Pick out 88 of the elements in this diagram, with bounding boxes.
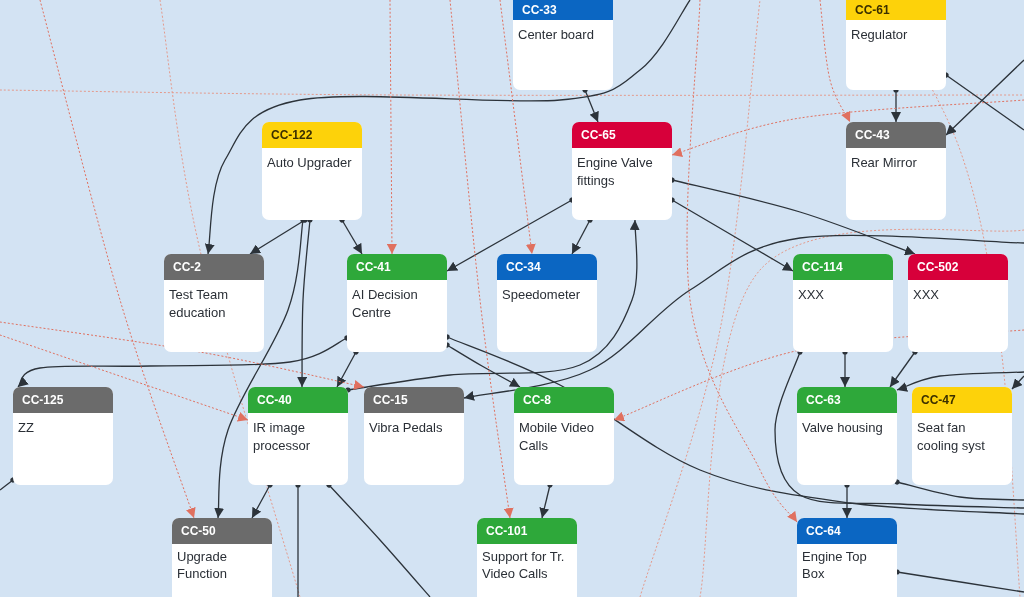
issue-key-header: CC-47: [912, 387, 1012, 413]
issue-title: Support for Tr. Video Calls: [481, 548, 566, 582]
issue-title: Engine Top Box: [801, 548, 868, 582]
arrow: [889, 349, 918, 388]
arrow: [249, 217, 308, 255]
arrow: [345, 219, 641, 393]
issue-card: [572, 122, 672, 220]
issue-key-header: CC-15: [364, 387, 464, 413]
arrow: [840, 349, 850, 388]
issue-key-header: CC-122: [262, 122, 362, 148]
issue-key-header: CC-114: [793, 254, 893, 280]
connector-line: [0, 477, 16, 491]
issue-title: Mobile Video Calls: [518, 419, 595, 455]
issue-title: Engine Valve fittings: [576, 154, 654, 190]
issue-title: Regulator: [850, 26, 909, 44]
dashed-arrow: [671, 99, 1024, 157]
dashed-arrow: [449, 0, 514, 519]
issue-card: [262, 122, 362, 220]
issue-title: XXX: [797, 286, 825, 304]
issue-card: [248, 387, 348, 485]
issue-key-header: CC-64: [797, 518, 897, 544]
arrow: [336, 349, 359, 388]
issue-key-header: CC-61: [846, 0, 946, 20]
issue-title: Auto Upgrader: [266, 154, 353, 172]
connector-line: [326, 482, 431, 597]
dashed-arrow: [686, 0, 798, 523]
arrow: [1011, 375, 1024, 390]
issue-card: [13, 387, 113, 485]
issue-card: [912, 387, 1012, 485]
issue-key-header: CC-101: [477, 518, 577, 544]
issue-card: [514, 387, 614, 485]
issue-card: [497, 254, 597, 352]
issue-card: [513, 0, 613, 90]
issue-card: [846, 122, 946, 220]
connector-line: [295, 482, 301, 597]
issue-card: [164, 254, 264, 352]
arrow: [896, 371, 1024, 392]
arrow: [945, 59, 1024, 136]
arrow: [297, 217, 313, 388]
issue-key-header: CC-125: [13, 387, 113, 413]
issue-card: [908, 254, 1008, 352]
arrow: [571, 217, 593, 255]
issue-title: ZZ: [17, 419, 35, 437]
issue-title: Valve housing: [801, 419, 884, 437]
issue-key-header: CC-65: [572, 122, 672, 148]
arrow: [204, 0, 691, 255]
dashed-arrow: [386, 0, 397, 255]
dashed-arrow: [0, 334, 249, 422]
issue-key-header: CC-41: [347, 254, 447, 280]
dashed-arrow: [499, 0, 536, 255]
issue-title: Seat fan cooling syst: [916, 419, 986, 455]
issue-key-header: CC-8: [514, 387, 614, 413]
issue-key-header: CC-43: [846, 122, 946, 148]
issue-card: [797, 387, 897, 485]
issue-title: Center board: [517, 26, 595, 44]
arrow: [213, 217, 306, 519]
issue-key-header: CC-63: [797, 387, 897, 413]
dashed-arrow: [39, 0, 196, 519]
connector-line: [894, 479, 1024, 501]
issue-card: [172, 518, 272, 597]
dashed-arrow: [819, 0, 851, 123]
issue-key-header: CC-33: [513, 0, 613, 20]
arrow: [842, 482, 852, 519]
issue-title: XXX: [912, 286, 940, 304]
issue-card: [793, 254, 893, 352]
issue-card: [347, 254, 447, 352]
arrow: [463, 234, 1024, 401]
arrow: [539, 482, 553, 519]
issue-key-header: CC-34: [497, 254, 597, 280]
issue-title: Upgrade Function: [176, 548, 228, 582]
issue-card: [846, 0, 946, 90]
arrow: [251, 482, 273, 519]
issue-card: [477, 518, 577, 597]
issue-card: [797, 518, 897, 597]
arrow: [339, 217, 363, 255]
issue-key-header: CC-50: [172, 518, 272, 544]
issue-key-header: CC-40: [248, 387, 348, 413]
issue-title: Speedometer: [501, 286, 582, 304]
connector-line: [774, 349, 1024, 509]
issue-title: Vibra Pedals: [368, 419, 444, 437]
issue-title: Test Team education: [168, 286, 229, 322]
issue-key-header: CC-502: [908, 254, 1008, 280]
issue-key-header: CC-2: [164, 254, 264, 280]
dashed-arrow: [0, 321, 365, 390]
issue-title: AI Decision Centre: [351, 286, 419, 322]
issue-title: Rear Mirror: [850, 154, 918, 172]
issue-card: [364, 387, 464, 485]
issue-title: IR image processor: [252, 419, 312, 455]
